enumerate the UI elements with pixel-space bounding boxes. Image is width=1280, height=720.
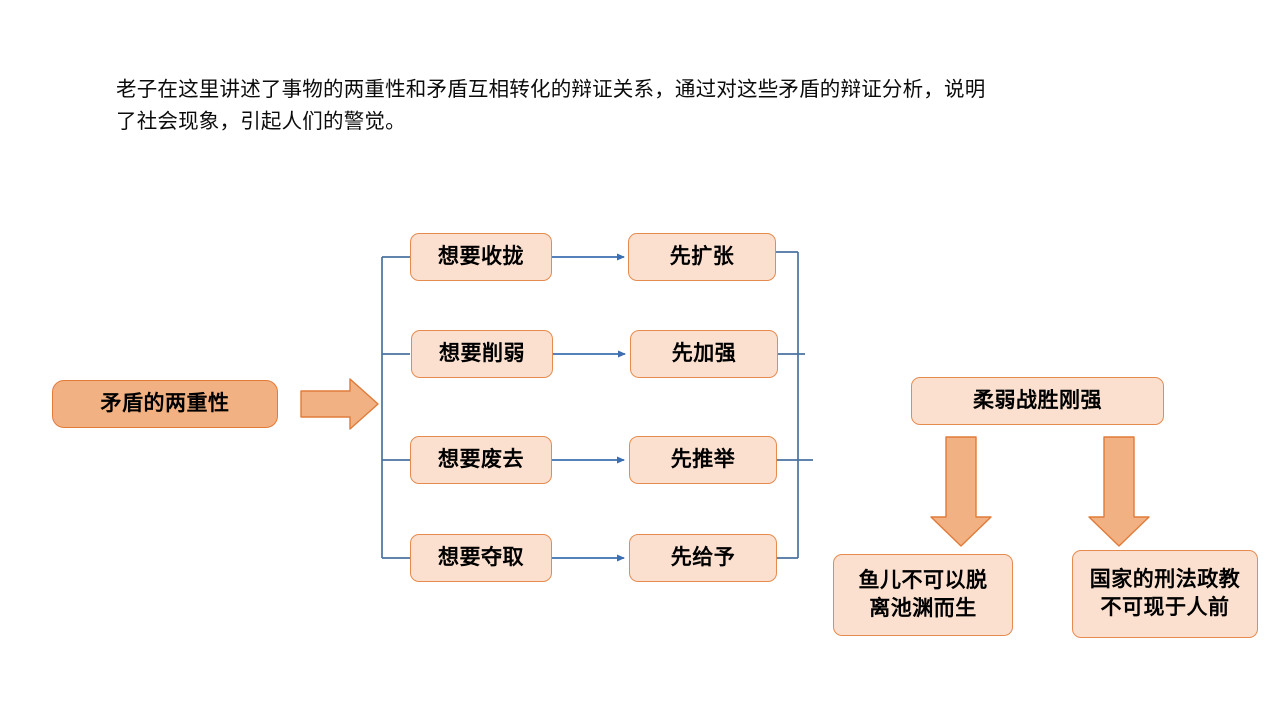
cause-node-3-label: 想要废去: [438, 447, 524, 471]
effect-node-4-label: 先给予: [670, 545, 736, 569]
bracket-right-connector: [776, 251, 813, 559]
conclusion-node[interactable]: 柔弱战胜刚强: [911, 377, 1164, 425]
effect-node-4[interactable]: 先给予: [629, 534, 777, 582]
intro-paragraph: 老子在这里讲述了事物的两重性和矛盾互相转化的辩证关系，通过对这些矛盾的辩证分析，…: [116, 74, 1156, 138]
pair-arrow-group: [552, 253, 627, 562]
root-node-label: 矛盾的两重性: [100, 391, 230, 415]
right-block-arrow-icon: [300, 378, 379, 430]
effect-node-2[interactable]: 先加强: [630, 330, 778, 378]
outcome-node-1-line-2: 离池渊而生: [869, 597, 977, 620]
down-block-arrow-icon-2: [1088, 436, 1150, 547]
bracket-left-connector: [381, 256, 410, 559]
outcome-node-1-line-1: 鱼儿不可以脱: [858, 569, 988, 593]
cause-node-4-label: 想要夺取: [438, 545, 524, 569]
effect-node-1[interactable]: 先扩张: [628, 233, 776, 281]
outcome-node-1[interactable]: 鱼儿不可以脱 离池渊而生: [833, 554, 1013, 636]
cause-node-1-label: 想要收拢: [438, 244, 524, 268]
cause-node-3[interactable]: 想要废去: [410, 436, 552, 484]
intro-line-2: 了社会现象，引起人们的警觉。: [116, 110, 406, 133]
outcome-node-2-line-2: 不可现于人前: [1100, 596, 1230, 619]
effect-node-3[interactable]: 先推举: [629, 436, 777, 484]
effect-node-1-label: 先扩张: [669, 244, 735, 268]
cause-node-2[interactable]: 想要削弱: [411, 330, 553, 378]
down-block-arrow-icon-1: [930, 436, 992, 547]
root-node[interactable]: 矛盾的两重性: [52, 380, 278, 428]
outcome-node-2[interactable]: 国家的刑法政教 不可现于人前: [1072, 550, 1258, 638]
effect-node-2-label: 先加强: [671, 341, 737, 365]
cause-node-4[interactable]: 想要夺取: [410, 534, 552, 582]
outcome-node-2-line-1: 国家的刑法政教: [1089, 568, 1241, 592]
conclusion-node-label: 柔弱战胜刚强: [973, 388, 1102, 412]
intro-line-1: 老子在这里讲述了事物的两重性和矛盾互相转化的辩证关系，通过对这些矛盾的辩证分析，…: [116, 78, 986, 101]
cause-node-1[interactable]: 想要收拢: [410, 233, 552, 281]
cause-node-2-label: 想要削弱: [439, 341, 525, 365]
effect-node-3-label: 先推举: [670, 447, 736, 471]
